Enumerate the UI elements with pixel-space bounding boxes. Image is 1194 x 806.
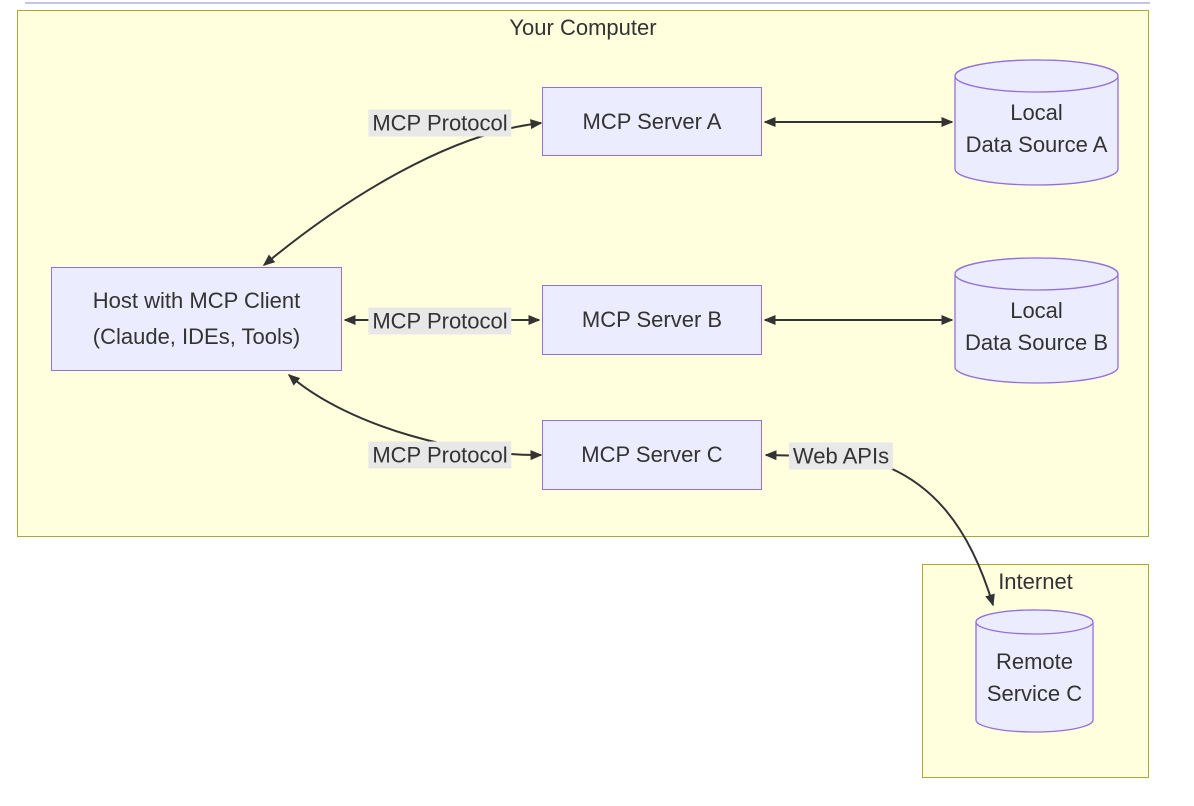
edge-label-mcp-protocol-c: MCP Protocol	[368, 441, 512, 469]
edge-label-web-apis: Web APIs	[788, 442, 894, 470]
edge-label-mcp-protocol-a: MCP Protocol	[368, 109, 512, 137]
node-mcp-server-b-label: MCP Server B	[581, 307, 723, 332]
container-title-internet: Internet	[998, 569, 1073, 594]
node-local-data-source-b-label: Local Data Source B	[955, 274, 1118, 379]
node-remote-service-c-line1: Remote	[995, 649, 1074, 674]
node-local-data-source-b-line2: Data Source B	[964, 329, 1109, 355]
edge-host-server-a	[262, 119, 543, 266]
cylinder-local-data-source-b	[954, 257, 1119, 384]
node-mcp-server-a: MCP Server A	[542, 87, 762, 156]
container-title-your-computer: Your Computer	[509, 15, 657, 40]
node-remote-service-c-label: Remote Service C	[976, 628, 1093, 728]
top-border-line	[25, 2, 1150, 4]
node-local-data-source-a-line2: Data Source A	[965, 131, 1108, 157]
node-host: Host with MCP Client (Claude, IDEs, Tool…	[51, 267, 342, 371]
node-host-line1: Host with MCP Client	[92, 288, 301, 313]
node-host-line2: (Claude, IDEs, Tools)	[92, 324, 301, 349]
node-local-data-source-a-line1: Local	[1010, 99, 1063, 125]
node-local-data-source-a-label: Local Data Source A	[955, 76, 1118, 181]
node-mcp-server-a-label: MCP Server A	[582, 108, 722, 134]
node-mcp-server-b: MCP Server B	[542, 285, 762, 355]
cylinder-remote-service-c	[975, 609, 1094, 733]
edge-label-mcp-protocol-b: MCP Protocol	[368, 307, 512, 335]
cylinder-local-data-source-a	[954, 59, 1119, 186]
node-mcp-server-c: MCP Server C	[542, 420, 762, 490]
node-remote-service-c-line2: Service C	[986, 681, 1083, 706]
edge-server-c-remote-c	[764, 450, 995, 607]
node-mcp-server-c-label: MCP Server C	[581, 442, 723, 467]
node-local-data-source-b-line1: Local	[1010, 297, 1063, 323]
